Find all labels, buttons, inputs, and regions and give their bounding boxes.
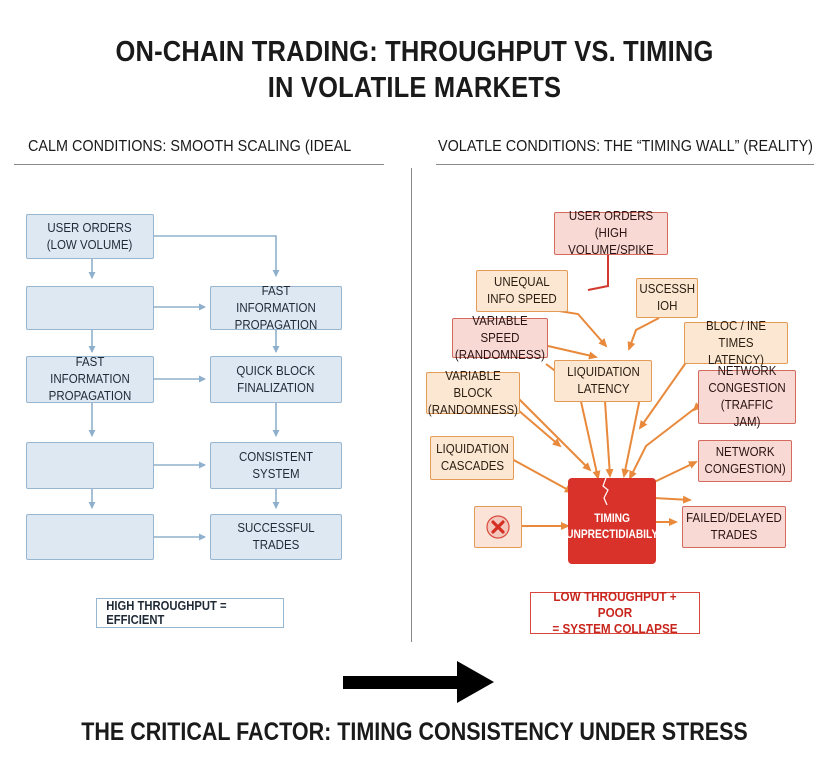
liquidation-latency-label: LIQUIDATION LATENCY: [566, 365, 640, 396]
right-heading-rule: [436, 164, 814, 165]
arrow-orders-to-fastinfo: [154, 235, 280, 277]
blank-box-1: [26, 286, 154, 330]
arrow-unequal-to-latency: [539, 307, 608, 348]
left-panel-heading: CALM CONDITIONS: SMOOTH SCALING (IDEAL: [28, 138, 352, 155]
fast-info-left-label: FAST INFORMATION PROPAGATION: [48, 355, 132, 403]
arrow-varblock-down: [517, 409, 562, 448]
user-orders-high-box: USER ORDERS (HIGH VOLUME/SPIKE: [554, 209, 668, 257]
liquidation-cascades-box: LIQUIDATION CASCADES: [430, 436, 514, 480]
blank-box-2: [26, 442, 154, 489]
variable-block-label: VARIABLE BLOCK (RANDOMNESS): [427, 368, 519, 417]
user-orders-low-label: USER ORDERS (LOW VOLUME): [47, 220, 133, 252]
uscessh-box: USCESSH IOH: [636, 278, 698, 318]
high-throughput-summary: HIGH THROUGHPUT = EFFICIENT: [96, 598, 284, 628]
right-panel-heading: VOLATLE CONDITIONS: THE “TIMING WALL” (R…: [438, 138, 813, 155]
network-congestion-box: NETWORK CONGESTION): [698, 440, 792, 482]
network-congestion-label: NETWORK CONGESTION): [704, 445, 786, 476]
unequal-info-box: UNEQUAL INFO SPEED: [476, 270, 568, 312]
crack-icon: [602, 478, 609, 506]
variable-speed-label: VARIABLE SPEED (RANDOMNESS): [454, 313, 546, 362]
calm-flow-arrows: [88, 235, 280, 541]
network-congestion-traffic-box: NETWORK CONGESTION (TRAFFIC JAM): [698, 364, 796, 429]
footer-critical-factor: THE CRITICAL FACTOR: TIMING CONSISTENCY …: [81, 718, 748, 746]
title-line-1: ON-CHAIN TRADING: THROUGHPUT VS. TIMING: [115, 36, 714, 68]
liquidation-cascades-label: LIQUIDATION CASCADES: [435, 442, 509, 473]
system-collapse-summary: LOW THROUGHPUT + POOR = SYSTEM COLLAPSE: [530, 589, 700, 636]
arrow-latency-right-to-core: [621, 397, 641, 478]
user-orders-high-label: USER ORDERS (HIGH VOLUME/SPIKE: [568, 209, 654, 257]
left-heading-rule: [14, 164, 384, 165]
arrow-network-to-core: [629, 405, 699, 480]
failed-delayed-label: FAILED/DELAYED TRADES: [686, 511, 782, 542]
variable-block-box: VARIABLE BLOCK (RANDOMNESS): [426, 369, 520, 417]
fast-info-left-box: FAST INFORMATION PROPAGATION: [26, 355, 154, 403]
arrow-varspeed-to-latency: [547, 345, 598, 360]
failure-x-box: [474, 506, 522, 548]
failed-delayed-box: FAILED/DELAYED TRADES: [682, 506, 786, 548]
quick-block-label: QUICK BLOCK FINALIZATION: [236, 363, 316, 395]
successful-trades-box: SUCCESSFUL TRADES: [210, 514, 342, 560]
user-orders-low-box: USER ORDERS (LOW VOLUME): [26, 214, 154, 259]
system-collapse-label: LOW THROUGHPUT + POOR = SYSTEM COLLAPSE: [552, 589, 678, 636]
arrow-varblock-to-core: [517, 397, 592, 472]
close-x-icon: [486, 515, 510, 539]
bloc-times-box: BLOC / INE TIMES LATENCY): [684, 319, 788, 367]
unequal-info-label: UNEQUAL INFO SPEED: [487, 275, 557, 306]
network-congestion-traffic-label: NETWORK CONGESTION (TRAFFIC JAM): [708, 364, 786, 429]
arrow-core-to-failed-upper: [653, 495, 692, 504]
arrow-latency-to-core: [604, 400, 614, 478]
arrow-bloctimes-to-core: [638, 353, 693, 430]
title-line-2: IN VOLATILE MARKETS: [267, 72, 562, 104]
consistent-system-label: CONSISTENT SYSTEM: [238, 449, 314, 481]
big-black-arrow: [343, 661, 494, 703]
high-throughput-label: HIGH THROUGHPUT = EFFICIENT: [106, 599, 227, 627]
arrow-uscessh-to-latency: [627, 317, 660, 351]
fast-info-right-label: FAST INFORMATION PROPAGATION: [234, 283, 318, 332]
uscessh-label: USCESSH IOH: [639, 282, 695, 313]
core-label: TIMING UNPRECTIDIABILY: [566, 511, 659, 541]
page-title: ON-CHAIN TRADING: THROUGHPUT VS. TIMING …: [50, 34, 780, 106]
liquidation-latency-box: LIQUIDATION LATENCY: [554, 360, 652, 402]
arrow-cascades-to-core: [509, 457, 574, 493]
successful-trades-label: SUCCESSFUL TRADES: [237, 521, 315, 552]
quick-block-box: QUICK BLOCK FINALIZATION: [210, 356, 342, 403]
fast-info-right-box: FAST INFORMATION PROPAGATION: [210, 284, 342, 332]
blank-box-3: [26, 514, 154, 560]
consistent-system-box: CONSISTENT SYSTEM: [210, 442, 342, 489]
volatile-flow-arrows: [509, 307, 702, 530]
timing-unpredictability-core: TIMING UNPRECTIDIABILY: [566, 478, 659, 564]
arrow-userorders-high-connector: [587, 253, 609, 291]
panel-divider: [411, 168, 412, 642]
variable-speed-box: VARIABLE SPEED (RANDOMNESS): [452, 314, 548, 362]
bloc-times-label: BLOC / INE TIMES LATENCY): [705, 318, 767, 367]
